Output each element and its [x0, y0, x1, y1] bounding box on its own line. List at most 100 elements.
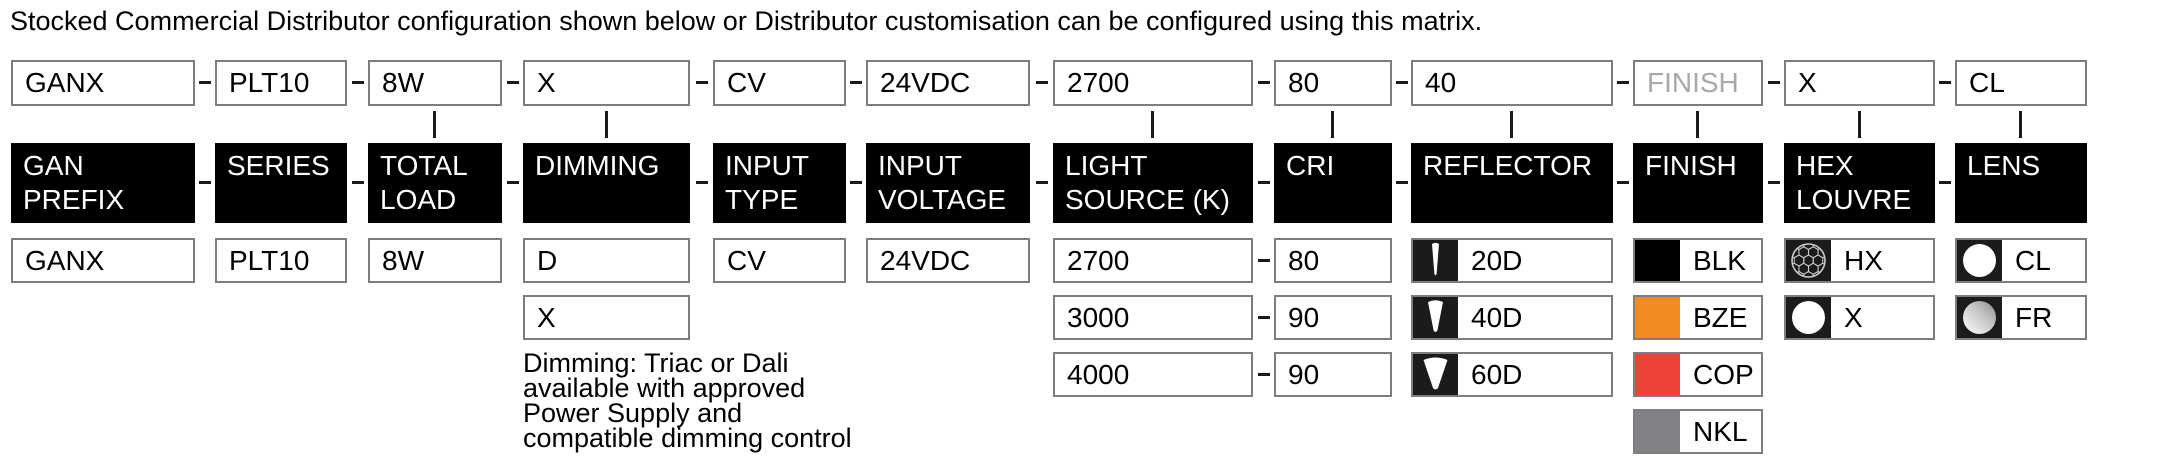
dimming-note: Dimming: Triac or Dali available with ap… — [523, 348, 852, 453]
dash-connector — [352, 81, 364, 84]
option-dimming-x: X — [523, 295, 690, 340]
code-value: 40 — [1425, 67, 1457, 98]
copper-swatch — [1635, 354, 1680, 395]
dash-connector — [1258, 81, 1270, 84]
code-value: X — [537, 67, 556, 98]
frosted-lens-icon — [1957, 297, 2002, 338]
code-value: 80 — [1288, 67, 1320, 98]
code-box-finish: FINISH — [1633, 60, 1763, 106]
code-box-input-type: CV — [713, 60, 846, 106]
header-reflector: REFLECTOR — [1411, 143, 1613, 223]
option-value: 90 — [1288, 358, 1320, 390]
code-value: 2700 — [1067, 67, 1130, 98]
option-hex-louvre-x: X — [1784, 295, 1935, 340]
option-value: GANX — [25, 244, 105, 276]
option-value: 60D — [1471, 358, 1523, 390]
dash-connector — [1036, 181, 1048, 184]
option-value: NKL — [1693, 415, 1748, 447]
option-cri-80: 80 — [1274, 238, 1392, 283]
vertical-connector — [605, 111, 608, 138]
header-cri: CRI — [1274, 143, 1392, 223]
option-value: HX — [1844, 244, 1883, 276]
code-box-lens: CL — [1955, 60, 2087, 106]
option-gan-prefix: GANX — [11, 238, 195, 283]
header-dimming: DIMMING — [523, 143, 690, 223]
dash-connector — [696, 81, 708, 84]
code-box-total-load: 8W — [368, 60, 502, 106]
dash-connector — [1768, 81, 1780, 84]
code-value: CL — [1969, 67, 2005, 98]
vertical-connector — [1510, 111, 1513, 138]
header-light-source: LIGHT SOURCE (K) — [1053, 143, 1253, 223]
dash-connector — [352, 181, 364, 184]
dash-connector — [850, 181, 862, 184]
dash-connector — [696, 181, 708, 184]
option-value: 24VDC — [880, 244, 971, 276]
option-value: D — [537, 244, 558, 276]
option-finish-nkl: NKL — [1633, 409, 1763, 454]
code-box-light-source: 2700 — [1053, 60, 1253, 106]
option-light-source-3000: 3000 — [1053, 295, 1253, 340]
header-gan-prefix: GAN PREFIX — [11, 143, 195, 223]
code-box-dimming: X — [523, 60, 690, 106]
option-finish-bze: BZE — [1633, 295, 1763, 340]
option-value: 4000 — [1067, 358, 1130, 390]
vertical-connector — [1331, 111, 1334, 138]
dash-connector — [199, 81, 211, 84]
option-light-source-4000: 4000 — [1053, 352, 1253, 397]
option-input-type: CV — [713, 238, 846, 283]
option-total-load: 8W — [368, 238, 502, 283]
option-value: X — [537, 301, 556, 333]
dash-connector — [850, 81, 862, 84]
beam-40d-icon — [1413, 297, 1458, 338]
code-value: CV — [727, 67, 766, 98]
option-value: 20D — [1471, 244, 1523, 276]
dash-connector — [1258, 316, 1270, 319]
dash-connector — [199, 181, 211, 184]
vertical-connector — [2019, 111, 2022, 138]
header-input-type: INPUT TYPE — [713, 143, 846, 223]
option-reflector-60d: 60D — [1411, 352, 1613, 397]
code-value: 8W — [382, 67, 424, 98]
dash-connector — [1768, 181, 1780, 184]
option-value: FR — [2015, 301, 2053, 333]
dash-connector — [1617, 81, 1629, 84]
code-box-series: PLT10 — [215, 60, 347, 106]
dash-connector — [1258, 259, 1270, 262]
beam-60d-icon — [1413, 354, 1458, 395]
dash-connector — [507, 81, 519, 84]
dash-connector — [1617, 181, 1629, 184]
option-finish-blk: BLK — [1633, 238, 1763, 283]
option-reflector-20d: 20D — [1411, 238, 1613, 283]
option-value: X — [1844, 301, 1863, 333]
header-finish: FINISH — [1633, 143, 1763, 223]
finish-placeholder: FINISH — [1647, 67, 1739, 98]
header-series: SERIES — [215, 143, 347, 223]
option-value: BZE — [1693, 301, 1748, 333]
option-cri-90b: 90 — [1274, 352, 1392, 397]
code-box-cri: 80 — [1274, 60, 1392, 106]
option-value: COP — [1693, 358, 1754, 390]
option-value: BLK — [1693, 244, 1746, 276]
option-value: 2700 — [1067, 244, 1130, 276]
option-light-source-2700: 2700 — [1053, 238, 1253, 283]
code-value: PLT10 — [229, 67, 310, 98]
vertical-connector — [433, 111, 436, 138]
vertical-connector — [1151, 111, 1154, 138]
option-cri-90: 90 — [1274, 295, 1392, 340]
nickel-swatch — [1635, 411, 1680, 452]
option-reflector-40d: 40D — [1411, 295, 1613, 340]
dash-connector — [507, 181, 519, 184]
option-value: 40D — [1471, 301, 1523, 333]
header-input-voltage: INPUT VOLTAGE — [866, 143, 1030, 223]
option-dimming-d: D — [523, 238, 690, 283]
beam-20d-icon — [1413, 240, 1458, 281]
option-hex-louvre-hx: HX — [1784, 238, 1935, 283]
option-value: CL — [2015, 244, 2051, 276]
page-title: Stocked Commercial Distributor configura… — [10, 6, 1483, 36]
vertical-connector — [1858, 111, 1861, 138]
vertical-connector — [1696, 111, 1699, 138]
option-value: 3000 — [1067, 301, 1130, 333]
dash-connector — [1396, 181, 1408, 184]
hex-louvre-icon — [1786, 240, 1831, 281]
